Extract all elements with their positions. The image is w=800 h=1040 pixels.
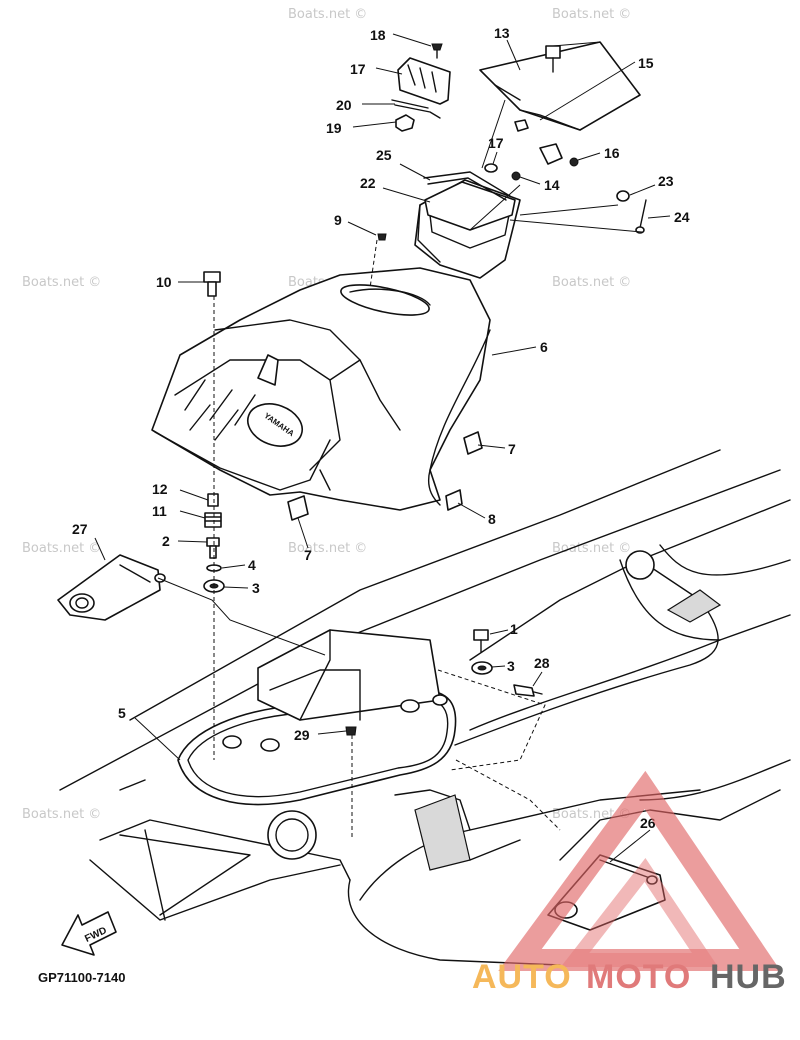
callout-7: 7 bbox=[508, 441, 516, 457]
callout-labels: 18 13 17 15 20 19 17 16 25 14 22 23 24 9… bbox=[72, 25, 690, 831]
callout-10: 10 bbox=[156, 274, 172, 290]
brand-part-hub: HUB bbox=[710, 958, 787, 996]
part-storage-compartment bbox=[177, 629, 457, 806]
diagram-code: GP71100-7140 bbox=[38, 970, 125, 985]
brand-logo bbox=[498, 770, 781, 971]
part-housing bbox=[414, 171, 521, 279]
brand-wordmark: AUTO MOTO HUB bbox=[472, 958, 787, 996]
callout-28: 28 bbox=[534, 655, 550, 671]
callout-13: 13 bbox=[494, 25, 510, 41]
callout-27: 27 bbox=[72, 521, 88, 537]
part-cover: YAMAHA bbox=[151, 267, 491, 511]
part-top-cover bbox=[479, 41, 641, 131]
watermark-text: Boats.net © bbox=[552, 275, 631, 290]
callout-7: 7 bbox=[304, 547, 312, 563]
callout-5: 5 bbox=[118, 705, 126, 721]
callout-2: 2 bbox=[162, 533, 170, 549]
callout-leaders bbox=[94, 33, 671, 863]
callout-17: 17 bbox=[488, 135, 504, 151]
callout-6: 6 bbox=[540, 339, 548, 355]
callout-19: 18 bbox=[370, 27, 386, 43]
watermark-text: Boats.net © bbox=[22, 807, 101, 822]
callout-24: 24 bbox=[674, 209, 690, 225]
callout-25: 25 bbox=[376, 147, 392, 163]
callout-16: 16 bbox=[604, 145, 620, 161]
brand-part-moto: MOTO bbox=[586, 958, 691, 996]
callout-3: 3 bbox=[507, 658, 515, 674]
watermark-text: Boats.net © bbox=[552, 541, 631, 556]
hull-deck bbox=[59, 449, 791, 966]
callout-12: 12 bbox=[152, 481, 168, 497]
callout-21: 20 bbox=[336, 97, 352, 113]
brand-part-auto: AUTO bbox=[472, 958, 572, 996]
callout-14: 14 bbox=[544, 177, 560, 193]
callout-11: 11 bbox=[152, 503, 167, 519]
callout-22: 22 bbox=[360, 175, 376, 191]
leader-lines bbox=[157, 41, 643, 840]
callout-3: 3 bbox=[252, 580, 260, 596]
callout-9: 9 bbox=[334, 212, 342, 228]
callout-23: 23 bbox=[658, 173, 674, 189]
watermark-text: Boats.net © bbox=[288, 7, 367, 22]
watermark-text: Boats.net © bbox=[552, 7, 631, 22]
part-vent-left bbox=[57, 554, 166, 621]
callout-29: 29 bbox=[294, 727, 310, 743]
part-bracket bbox=[391, 57, 451, 119]
callout-18: 17 bbox=[350, 61, 366, 77]
watermark-text: Boats.net © bbox=[22, 275, 101, 290]
watermark-text: Boats.net © bbox=[288, 541, 367, 556]
hardware bbox=[203, 43, 647, 736]
callout-1: 1 bbox=[510, 621, 518, 637]
callout-15: 15 bbox=[638, 55, 654, 71]
watermark-text: Boats.net © bbox=[22, 541, 101, 556]
callout-8: 8 bbox=[488, 511, 496, 527]
fwd-arrow: FWD bbox=[61, 911, 117, 956]
callout-4: 4 bbox=[248, 557, 256, 573]
callout-20: 19 bbox=[326, 120, 342, 136]
